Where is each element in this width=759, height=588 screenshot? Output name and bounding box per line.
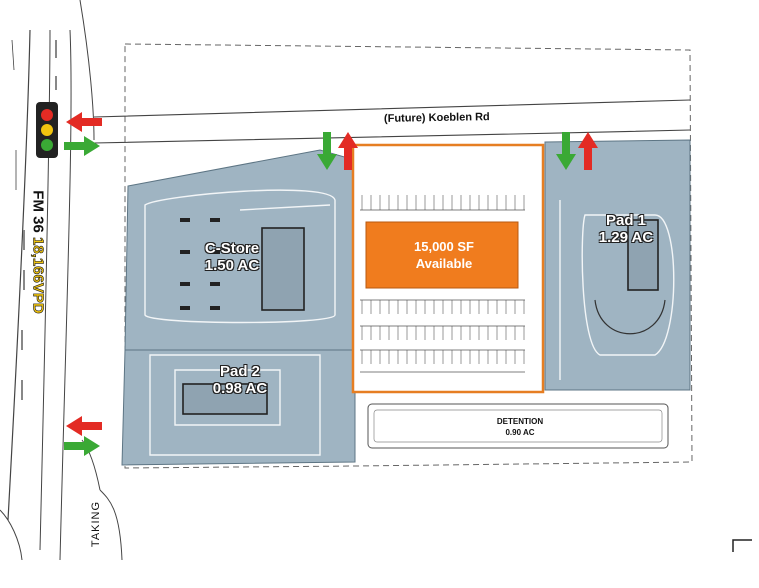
pad2-name: Pad 2 <box>219 363 261 380</box>
highway-median-dashes <box>21 40 57 400</box>
available-label: 15,000 SF Available <box>384 238 504 272</box>
arrow-out-center-drive-icon <box>338 132 358 170</box>
road-label: (Future) Koeblen Rd <box>383 111 490 125</box>
pad2-label: Pad 2 0.98 AC <box>204 363 276 397</box>
taking-label: TAKING <box>90 500 102 548</box>
detention-area: 0.90 AC <box>505 428 535 437</box>
corner-mark <box>732 539 752 552</box>
arrow-in-hwy-south-icon <box>64 436 100 456</box>
highway-name: FM 36 <box>29 190 47 233</box>
available-status: Available <box>415 256 473 271</box>
pad1-area: 1.29 AC <box>598 229 654 246</box>
cstore-label: C-Store 1.50 AC <box>196 240 268 274</box>
detention-name: DETENTION <box>496 417 544 426</box>
arrow-out-east-drive-icon <box>578 132 598 170</box>
pad1-parcel <box>544 139 691 391</box>
available-building <box>365 221 519 289</box>
traffic-signal-icon <box>36 102 58 158</box>
cstore-building <box>261 227 305 311</box>
detention-pond <box>367 403 669 449</box>
detention-label: DETENTION 0.90 AC <box>480 416 560 438</box>
detention-pond-inner <box>373 409 663 443</box>
pad2-building <box>182 383 268 415</box>
highway-label: FM 36 18,166VPD <box>29 190 47 314</box>
pad2-drive <box>149 354 321 456</box>
cstore-drive-aisles <box>144 189 336 324</box>
arrow-in-koeblen-west-icon <box>64 136 100 156</box>
highway-traffic-count: 18,166VPD <box>29 236 47 314</box>
pad2-area: 0.98 AC <box>212 380 268 397</box>
center-parking <box>360 209 525 373</box>
available-size: 15,000 SF <box>414 239 474 254</box>
koeblen-road <box>93 99 691 144</box>
arrow-in-center-drive-icon <box>317 132 337 170</box>
highway-frontage <box>0 0 123 561</box>
cstore-name: C-Store <box>204 240 260 257</box>
arrow-in-east-drive-icon <box>556 132 576 170</box>
center-parking-stalls <box>361 195 525 364</box>
pad1-label: Pad 1 1.29 AC <box>588 212 664 246</box>
cstore-area: 1.50 AC <box>204 257 260 274</box>
pad1-drive-lane <box>594 299 666 335</box>
arrow-out-koeblen-west-icon <box>66 112 102 132</box>
pad1-name: Pad 1 <box>605 212 647 229</box>
cstore-fuel-pumps <box>180 218 220 310</box>
arrow-out-hwy-south-icon <box>66 416 102 436</box>
pad1-building <box>627 219 659 291</box>
pad1-drive-thru <box>559 200 675 380</box>
